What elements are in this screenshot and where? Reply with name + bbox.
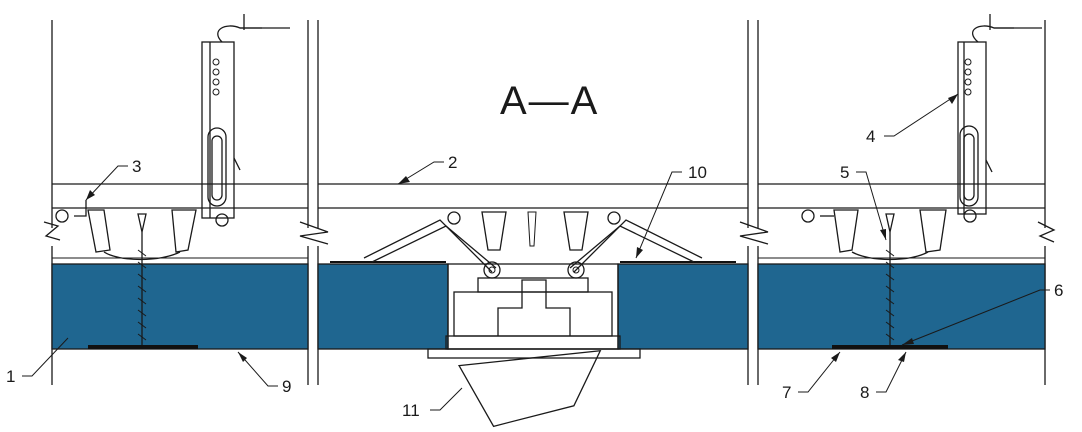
right-panel-hardware — [801, 14, 1042, 349]
callout-1: 1 — [6, 367, 15, 386]
callout-7: 7 — [782, 383, 791, 402]
insulation-panel-left — [51, 263, 309, 350]
callout-4: 4 — [866, 127, 875, 146]
insulation-panel-center-left — [317, 263, 449, 350]
callout-11: 11 — [402, 401, 420, 420]
callout-3: 3 — [132, 157, 141, 176]
insulation-panel-center-right — [617, 263, 749, 350]
callout-8: 8 — [860, 383, 869, 402]
center-fixture — [330, 211, 736, 428]
callout-leaders — [22, 93, 1050, 411]
section-title: A—A — [500, 79, 599, 123]
callout-10: 10 — [688, 163, 707, 182]
callout-6: 6 — [1054, 281, 1063, 300]
insulation-panel-right — [757, 263, 1046, 350]
callout-2: 2 — [448, 153, 457, 172]
callout-labels: 1 2 3 4 5 6 7 8 9 10 11 — [6, 127, 1063, 420]
callout-5: 5 — [840, 163, 849, 182]
ceiling-channel — [52, 183, 1045, 209]
left-panel-hardware — [55, 14, 290, 349]
insulation-panels — [51, 257, 1046, 350]
callout-9: 9 — [282, 377, 291, 396]
